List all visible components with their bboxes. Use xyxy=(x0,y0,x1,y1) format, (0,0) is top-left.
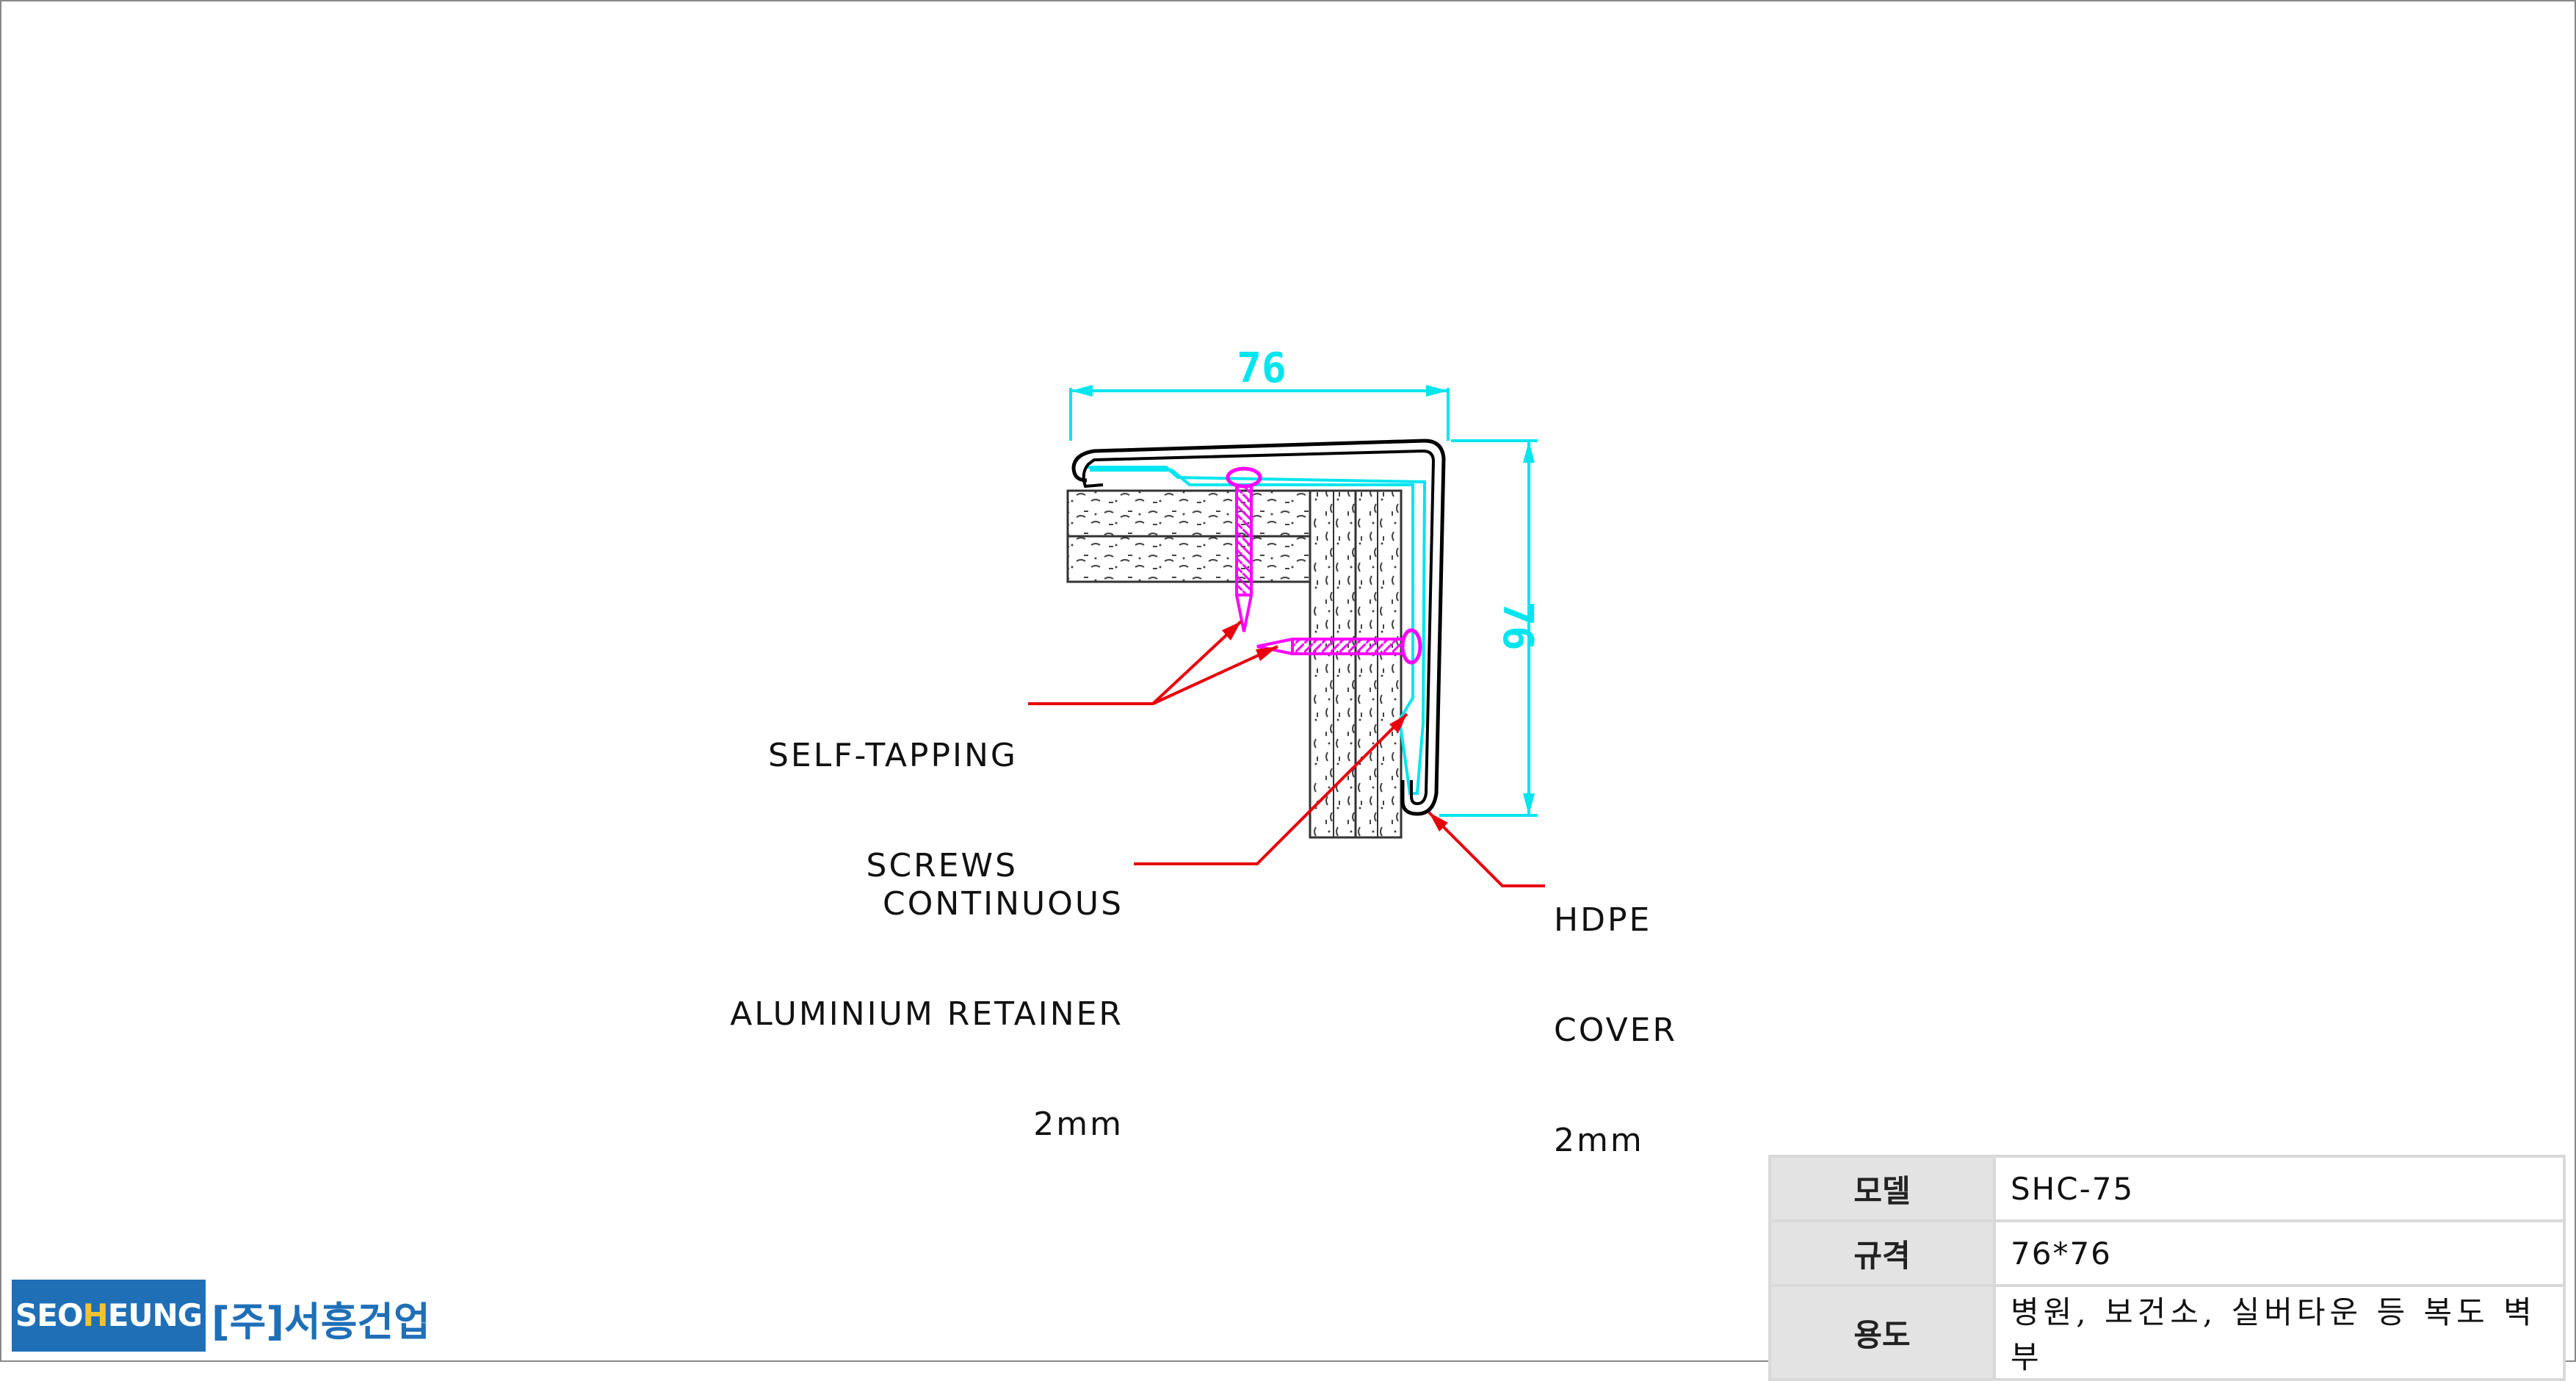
width-dimension xyxy=(1069,385,1450,441)
height-dimension xyxy=(1439,439,1538,817)
table-row: 규격 76*76 xyxy=(1768,1219,2566,1287)
table-row: 용도 병원, 보건소, 실버타운 등 복도 벽부 xyxy=(1768,1284,2566,1381)
retainer-callout-line3: 2mm xyxy=(1033,1106,1124,1143)
logo-mark: SEOHEUNG xyxy=(12,1280,206,1352)
hdpe-cover xyxy=(1071,439,1446,816)
horizontal-screw xyxy=(1256,628,1422,665)
cover-callout-line1: HDPE xyxy=(1554,901,1652,939)
width-dimension-label: 76 xyxy=(1237,345,1286,392)
size-label: 규격 xyxy=(1768,1219,1996,1287)
vertical-board xyxy=(1309,489,1403,839)
cover-callout: HDPE COVER 2mm xyxy=(1554,829,1730,1196)
usage-label: 용도 xyxy=(1768,1284,1996,1381)
table-row: 모델 SHC-75 xyxy=(1768,1155,2566,1222)
screws-callout: SELF-TAPPING SCREWS xyxy=(742,664,1018,921)
hdpe-cover-inner xyxy=(1082,449,1436,806)
retainer-leader xyxy=(1134,713,1408,865)
retainer-callout: CONTINUOUS ALUMINIUM RETAINER 2mm xyxy=(690,812,1124,1180)
usage-value: 병원, 보건소, 실버타운 등 복도 벽부 xyxy=(1993,1284,2566,1381)
model-label: 모델 xyxy=(1768,1155,1996,1222)
screws-callout-line2: SCREWS xyxy=(866,847,1018,884)
spec-table: 모델 SHC-75 규격 76*76 용도 병원, 보건소, 실버타운 등 복도… xyxy=(1768,1155,2566,1381)
screws-callout-line1: SELF-TAPPING xyxy=(767,737,1018,774)
cover-leader xyxy=(1428,811,1545,887)
logo-part1: SEO xyxy=(15,1297,84,1333)
screws-leader xyxy=(1028,620,1278,705)
horizontal-board xyxy=(1066,489,1311,583)
size-value: 76*76 xyxy=(1993,1219,2566,1287)
vertical-screw xyxy=(1226,466,1262,632)
logo-part2: H xyxy=(82,1297,109,1333)
height-dimension-label: 76 xyxy=(1494,601,1541,650)
retainer-callout-line2: ALUMINIUM RETAINER xyxy=(730,995,1124,1033)
company-name: [주]서흥건업 xyxy=(211,1299,430,1345)
retainer-callout-line1: CONTINUOUS xyxy=(882,885,1124,923)
cover-callout-line2: COVER xyxy=(1554,1012,1678,1049)
cover-callout-line3: 2mm xyxy=(1554,1122,1644,1159)
model-value: SHC-75 xyxy=(1993,1155,2566,1222)
logo-part3: EUNG xyxy=(107,1297,203,1333)
